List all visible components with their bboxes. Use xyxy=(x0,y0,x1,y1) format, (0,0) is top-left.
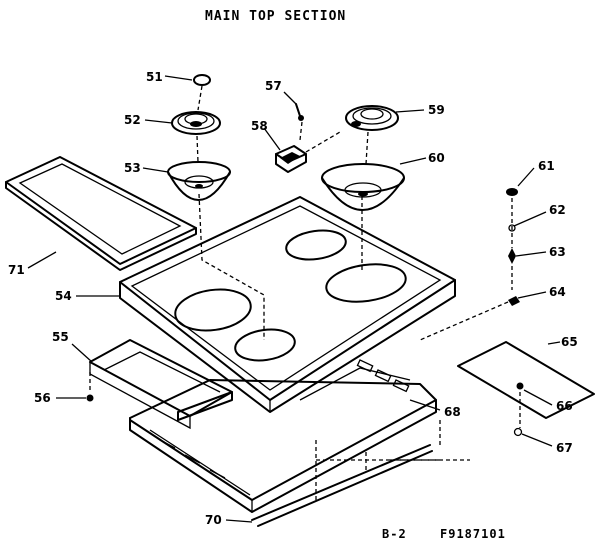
part-56-screw[interactable] xyxy=(86,394,94,402)
part-62-spring[interactable] xyxy=(508,224,516,232)
callout-67: 67 xyxy=(556,441,573,455)
part-68-burner-box[interactable] xyxy=(129,359,437,513)
callout-66: 66 xyxy=(556,399,573,413)
part-65-panel[interactable] xyxy=(457,341,595,419)
callout-leaders xyxy=(27,75,561,523)
callout-55: 55 xyxy=(52,330,69,344)
callout-60: 60 xyxy=(428,151,445,165)
part-55-bracket[interactable] xyxy=(89,339,233,430)
model-number: F9187101 xyxy=(440,527,506,541)
callout-68: 68 xyxy=(444,405,461,419)
callout-58: 58 xyxy=(251,119,268,133)
callout-63: 63 xyxy=(549,245,566,259)
callout-61: 61 xyxy=(538,159,555,173)
callout-57: 57 xyxy=(265,79,282,93)
callout-56: 56 xyxy=(34,391,51,405)
part-60-drip-bowl[interactable] xyxy=(321,163,405,211)
part-67-screw[interactable] xyxy=(513,427,523,437)
callout-70: 70 xyxy=(205,513,222,527)
diagram-title: MAIN TOP SECTION xyxy=(205,9,346,24)
part-63-knob[interactable] xyxy=(508,248,516,264)
callout-59: 59 xyxy=(428,103,445,117)
part-54-cooktop[interactable] xyxy=(119,196,456,413)
part-52-burner-coil[interactable] xyxy=(171,111,221,135)
part-57-screw[interactable] xyxy=(295,103,304,121)
part-66-screw[interactable] xyxy=(516,382,524,390)
part-58-terminal-block[interactable] xyxy=(275,145,307,173)
callout-53: 53 xyxy=(124,161,141,175)
part-53-drip-bowl[interactable] xyxy=(167,161,231,201)
callout-65: 65 xyxy=(561,335,578,349)
callout-51: 51 xyxy=(146,70,163,84)
callout-54: 54 xyxy=(55,289,72,303)
assembly-lines xyxy=(89,85,521,500)
callout-64: 64 xyxy=(549,285,566,299)
part-59-burner-coil[interactable] xyxy=(345,105,399,131)
callout-52: 52 xyxy=(124,113,141,127)
part-51-burner-cap[interactable] xyxy=(193,74,211,86)
callout-62: 62 xyxy=(549,203,566,217)
callout-71: 71 xyxy=(8,263,25,277)
page-number: B-2 xyxy=(382,527,407,541)
part-61-knob-cap[interactable] xyxy=(506,188,518,196)
part-64-clip[interactable] xyxy=(508,296,520,306)
part-70-rod[interactable] xyxy=(251,444,433,527)
part-71-cover-panel[interactable] xyxy=(5,156,197,271)
